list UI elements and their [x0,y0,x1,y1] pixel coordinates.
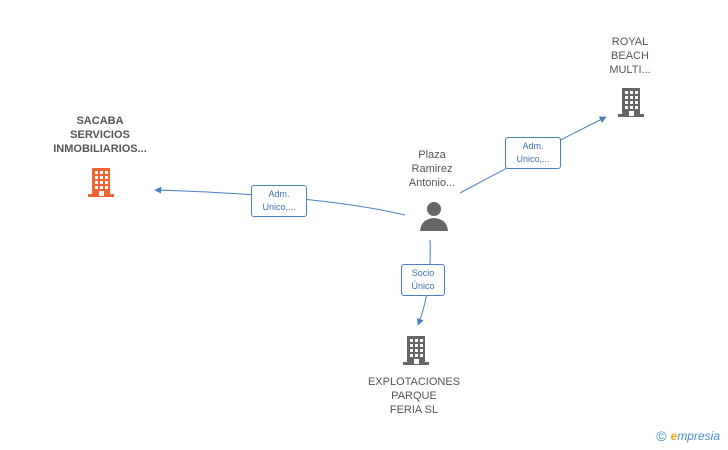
edge-label-adm-unico-royal[interactable]: Adm. Unico,... [505,137,561,169]
node-label-person[interactable]: Plaza Ramirez Antonio... [408,149,456,189]
footer-brand: © empresia [656,428,720,444]
building-icon[interactable] [399,334,433,368]
copyright-icon: © [656,428,667,444]
edge-label-adm-unico-sacaba[interactable]: Adm. Unico,... [251,185,307,217]
node-label-explotaciones[interactable]: EXPLOTACIONES PARQUE FERIA SL [367,376,461,416]
building-icon[interactable] [614,86,648,120]
brand-logo[interactable]: empresia [670,429,720,443]
person-icon[interactable] [418,200,450,232]
node-label-royal-beach[interactable]: ROYAL BEACH MULTI... [609,36,651,76]
node-label-sacaba[interactable]: SACABA SERVICIOS INMOBILIARIOS... [53,115,147,155]
edge-label-socio-unico[interactable]: Socio Único [401,264,445,296]
building-icon[interactable] [84,166,118,200]
